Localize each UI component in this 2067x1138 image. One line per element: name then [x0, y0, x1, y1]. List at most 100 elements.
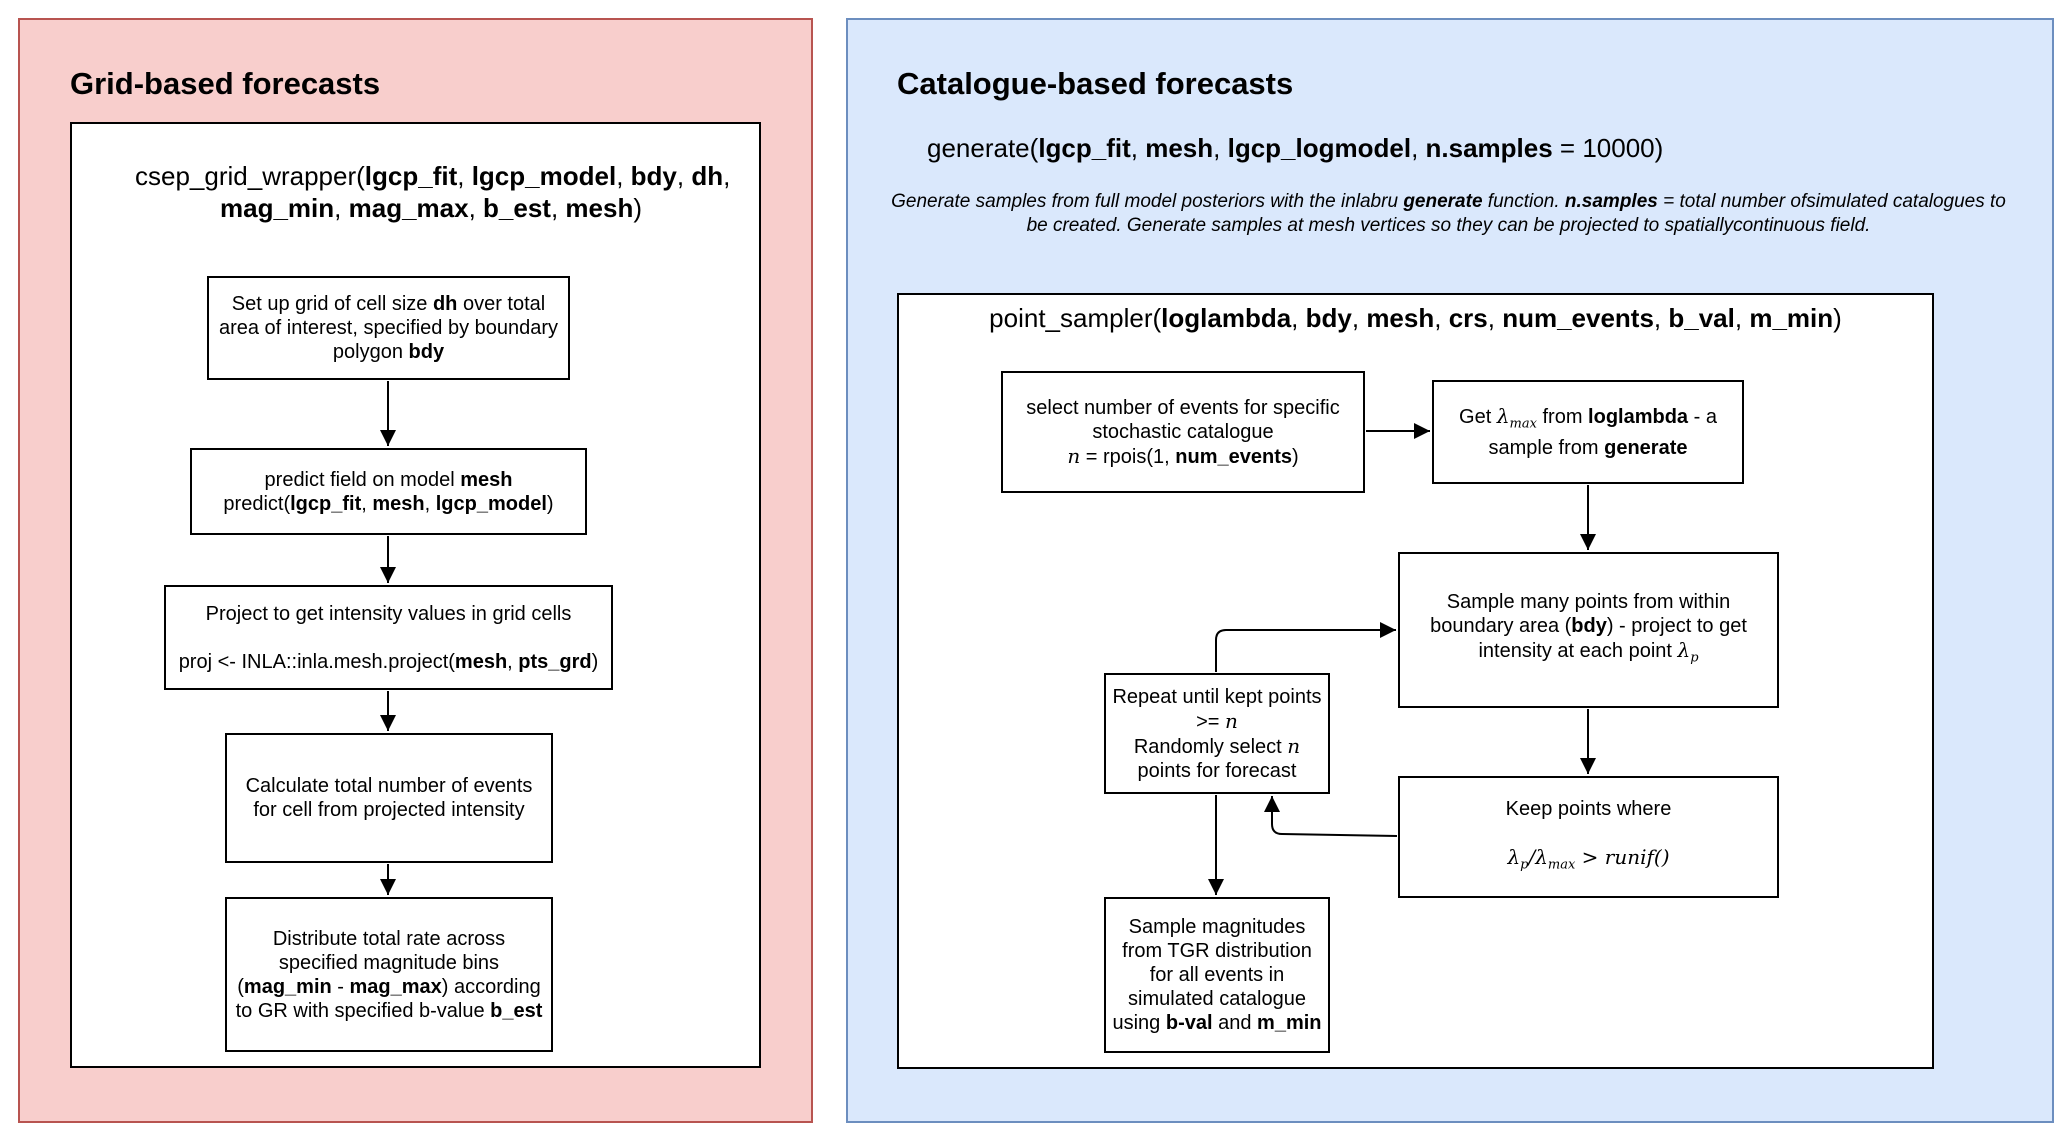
text-segment: polygon: [332, 341, 409, 363]
bold-argument: mesh: [565, 193, 634, 223]
text-segment: ,: [457, 161, 472, 191]
text-segment: ): [546, 492, 554, 515]
text-segment: specified magnitude bins: [278, 951, 500, 974]
text-line: Project to get intensity values in grid …: [206, 602, 572, 626]
text-segment: select number of events for specific: [1026, 396, 1340, 419]
bold-argument: num_events: [1502, 303, 1654, 333]
text-line: boundary area (bdy) - project to get: [1430, 614, 1747, 638]
text-segment: = rpois(1,: [1080, 445, 1176, 468]
bold-argument: loglambda: [1588, 405, 1689, 428]
text-segment: using: [1112, 1012, 1166, 1034]
bold-argument: m_min: [1257, 1012, 1322, 1034]
bold-argument: lgcp_fit: [1038, 133, 1131, 163]
text-line: predict(lgcp_fit, mesh, lgcp_model): [223, 492, 553, 516]
bold-argument: generate: [1403, 191, 1483, 212]
text-segment: predict field on model: [264, 468, 461, 491]
text-line: polygon bdy: [333, 340, 444, 364]
text-segment: ,: [1487, 303, 1503, 333]
text-segment: and: [1212, 1012, 1258, 1034]
text-segment: generate(: [927, 133, 1039, 163]
text-line: >= n: [1196, 709, 1238, 734]
grid-signature-prefix: csep_grid_wrapper(: [135, 161, 365, 191]
bold-argument: generate: [1604, 437, 1688, 460]
text-segment: Repeat until kept points: [1112, 685, 1322, 708]
text-line: Sample many points from within: [1447, 590, 1730, 614]
bold-argument: m_min: [1749, 303, 1834, 333]
text-line: Sample magnitudes: [1129, 915, 1306, 939]
text-line: using b-val and m_min: [1112, 1011, 1321, 1035]
grid-signature-line2: mag_min, mag_max, b_est, mesh): [220, 190, 642, 226]
text-line: from TGR distribution: [1122, 939, 1312, 963]
text-segment: over total: [457, 293, 546, 315]
text-line: Repeat until kept points: [1112, 685, 1321, 709]
bold-argument: b_est: [483, 193, 551, 223]
bold-argument: crs: [1448, 303, 1488, 333]
text-line: Get λmax from loglambda - a: [1459, 404, 1717, 437]
text-line: Distribute total rate across: [273, 927, 505, 951]
bold-argument: lgcp_model: [471, 161, 617, 191]
text-segment: -: [331, 975, 350, 998]
text-line: for cell from projected intensity: [253, 798, 524, 822]
math-symbol: λmax: [1496, 403, 1537, 432]
math-symbol: n: [1225, 708, 1238, 733]
math-subscript: p: [1690, 650, 1699, 666]
bold-argument: b-val: [1165, 1012, 1213, 1034]
bold-argument: dh: [691, 161, 724, 191]
catalogue-panel-title: Catalogue-based forecasts: [897, 66, 1294, 101]
text-line: n = rpois(1, num_events): [1067, 444, 1298, 469]
bold-argument: dh: [432, 293, 458, 315]
bold-argument: bdy: [1305, 303, 1352, 333]
text-segment: ) - project to get: [1606, 614, 1747, 637]
text-line: simulated catalogues to be created. Gene…: [1027, 191, 2006, 236]
text-segment: ): [1291, 445, 1299, 468]
text-line: (mag_min - mag_max) according: [237, 975, 540, 999]
text-segment: Project to get intensity values in grid …: [205, 602, 572, 625]
bold-argument: b_est: [490, 999, 543, 1022]
text-segment: for cell from projected intensity: [253, 799, 525, 821]
text-segment: Sample magnitudes: [1128, 916, 1306, 938]
bold-argument: mag_min: [220, 193, 335, 223]
bold-argument: mag_max: [348, 193, 469, 223]
text-segment: ,: [424, 492, 436, 515]
math-symbol: λp: [1677, 637, 1699, 666]
text-line: Randomly select n: [1134, 734, 1300, 759]
bold-argument: lgcp_logmodel: [1227, 133, 1412, 163]
text-segment: continuous field.: [1733, 215, 1871, 236]
bold-argument: mesh: [454, 650, 508, 673]
math-subscript: max: [1547, 857, 1576, 873]
text-segment: for all events in: [1149, 964, 1285, 986]
text-segment: = 10000): [1552, 133, 1664, 163]
text-segment: sample from: [1488, 437, 1605, 460]
text-segment: ,: [361, 492, 373, 515]
text-line: specified magnitude bins: [279, 951, 499, 975]
text-line: Keep points where: [1506, 797, 1672, 821]
bold-argument: n.samples: [1564, 191, 1658, 212]
generate-call: generate(lgcp_fit, mesh, lgcp_logmodel, …: [927, 130, 1663, 166]
text-segment: from TGR distribution: [1122, 940, 1312, 962]
text-line: area of interest, specified by boundary: [219, 316, 558, 340]
grid-signature-line1: csep_grid_wrapper(lgcp_fit, lgcp_model, …: [135, 158, 730, 194]
bold-argument: mesh: [460, 468, 513, 491]
text-line: for all events in: [1150, 963, 1285, 987]
text-segment: ,: [616, 161, 631, 191]
text-segment: Randomly select: [1133, 735, 1288, 758]
text-segment: - a: [1688, 405, 1717, 428]
text-segment: Sample many points from within: [1446, 590, 1731, 613]
text-segment: simulated catalogue: [1128, 988, 1306, 1010]
text-segment: ,: [1291, 303, 1306, 333]
bold-argument: n.samples: [1425, 133, 1553, 163]
math-symbol: /: [1528, 844, 1536, 869]
bold-argument: b_val: [1668, 303, 1735, 333]
math-subscript: p: [1520, 857, 1529, 873]
text-segment: ): [1833, 303, 1842, 333]
text-segment: to GR with specified b-value: [235, 999, 491, 1022]
text-segment: ,: [1434, 303, 1449, 333]
text-segment: proj <- INLA::inla.mesh.project(: [178, 650, 455, 673]
